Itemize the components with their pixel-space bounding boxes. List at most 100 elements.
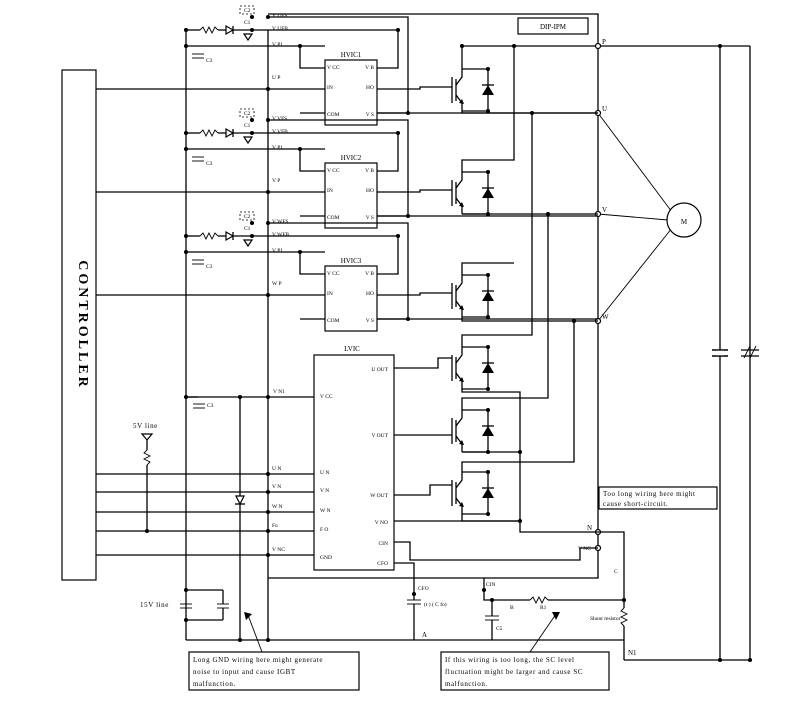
vfb-wire [233, 132, 399, 172]
ipm-outline: DIP-IPM [268, 13, 599, 579]
terminal-n: N [587, 524, 592, 532]
v-low-link [461, 214, 549, 410]
note-sc-level: If this wiring is too long, the SC level… [440, 612, 610, 691]
hvic-input-label: V P1 [272, 42, 283, 48]
lvic-pin-fo: F O [320, 527, 328, 533]
fwd-wire [462, 346, 489, 390]
bootstrap-resistor [199, 25, 219, 35]
hvic-input-label: U P [272, 75, 280, 81]
node-a: A [422, 631, 427, 639]
hvic-pin-vcc: V CC [327, 271, 340, 277]
c2-box [239, 5, 255, 15]
terminal-w: W [602, 313, 609, 321]
hvic-input-label: V VFS [272, 116, 287, 122]
lvic-pin-vcc: V CC [320, 394, 333, 400]
power-terminals: P U V W N V NC N1 [578, 38, 637, 657]
junction [486, 512, 490, 516]
hvic-name: HVIC3 [341, 257, 362, 265]
hvic-name: HVIC1 [341, 51, 362, 59]
igbt-switch-1 [451, 67, 494, 113]
hvic-pin-ho: HO [366, 188, 374, 194]
zener [242, 239, 254, 248]
shunt-label: Shunt resistor [590, 616, 621, 622]
label-r1: R1 [540, 605, 547, 611]
terminal-v: V [602, 206, 607, 214]
note-gnd-line1: Long GND wiring here might generate [193, 656, 323, 664]
vcc-wire [299, 46, 325, 69]
note-short-circuit-line2: cause short-circuit. [603, 500, 668, 508]
hvic-pin-vcc: V CC [327, 168, 340, 174]
lvic-pin-vout: V OUT [371, 433, 388, 439]
hvic-pin-com: COM [327, 112, 340, 118]
hvic-pin-vs: V S [366, 112, 374, 118]
igbt-arrow [459, 99, 464, 104]
junction [572, 319, 576, 323]
c2-box [239, 211, 255, 221]
igbt-switch-4 [451, 345, 494, 391]
junction [250, 131, 254, 135]
terminal-p: P [602, 38, 606, 46]
hvic-pin-vb: V B [365, 271, 374, 277]
igbt-switch-6 [451, 470, 494, 516]
fwd-diode [482, 426, 494, 436]
label-cfo: CFO [418, 586, 429, 592]
hvic-pin-in: IN [327, 188, 333, 194]
hvic-pin-vcc: V CC [327, 65, 340, 71]
igbt-collector [455, 347, 463, 364]
bridge-wiring [460, 44, 598, 533]
hvic-input-label: V UFS [272, 13, 287, 19]
junction [486, 387, 490, 391]
label-cfo-value: (t ) ( C fo) [424, 601, 447, 608]
label-c5: C5 [496, 626, 503, 632]
terminal-n1: N1 [628, 649, 637, 657]
junction [298, 44, 302, 48]
junction [250, 221, 254, 225]
note-gnd: Long GND wiring here might generate nois… [188, 612, 360, 691]
junction [250, 234, 254, 238]
junction [250, 118, 254, 122]
label-cin: CIN [486, 582, 496, 588]
hvic-pin-com: COM [327, 215, 340, 221]
ho-wire [377, 189, 452, 193]
bootstrap-diode [225, 24, 235, 36]
note-gnd-line2: noise to input and cause IGBT [193, 668, 296, 676]
c2-label: C2 [244, 111, 251, 117]
lvic-pin-cin: CIN [379, 541, 389, 547]
fwd-diode [482, 363, 494, 373]
junction [486, 109, 490, 113]
lvic-wiring: V N1 U N V N W N Fo V NC [96, 357, 598, 594]
junction [486, 408, 490, 412]
u-low-link [461, 113, 533, 347]
junction [486, 273, 490, 277]
hvic-pin-vb: V B [365, 168, 374, 174]
lvic-pin-vno: V NO [375, 520, 388, 526]
lvic-block: LVIC V CC U N V N W N F O GND U OUT V OU… [313, 345, 395, 571]
ho-wire [377, 292, 452, 296]
igbt-collector [455, 69, 463, 86]
bootstrap-resistor [199, 231, 219, 241]
junction [396, 234, 400, 238]
igbt-arrow [459, 202, 464, 207]
junction [250, 28, 254, 32]
lvic-pin-vn: V N [320, 488, 329, 494]
junction [396, 131, 400, 135]
fwd-diode [482, 291, 494, 301]
fwd-diode [482, 85, 494, 95]
vfb-wire [233, 235, 399, 275]
lvic-pin-wout: W OUT [370, 493, 388, 499]
motor: M [597, 112, 702, 322]
note-short-circuit: Too long wiring here might cause short-c… [598, 486, 718, 510]
hvic-input-label: V P1 [272, 145, 283, 151]
terminal-u: U [602, 105, 607, 113]
w-low-link [461, 321, 575, 472]
igbt-collector [455, 172, 463, 189]
note-short-circuit-line1: Too long wiring here might [603, 490, 696, 498]
note-sc-line1: If this wiring is too long, the SC level [445, 656, 575, 664]
igbt-collector [455, 275, 463, 292]
igbt-arrow [459, 377, 464, 382]
lvic-pin-uout: U OUT [371, 367, 388, 373]
p-link [461, 262, 514, 275]
